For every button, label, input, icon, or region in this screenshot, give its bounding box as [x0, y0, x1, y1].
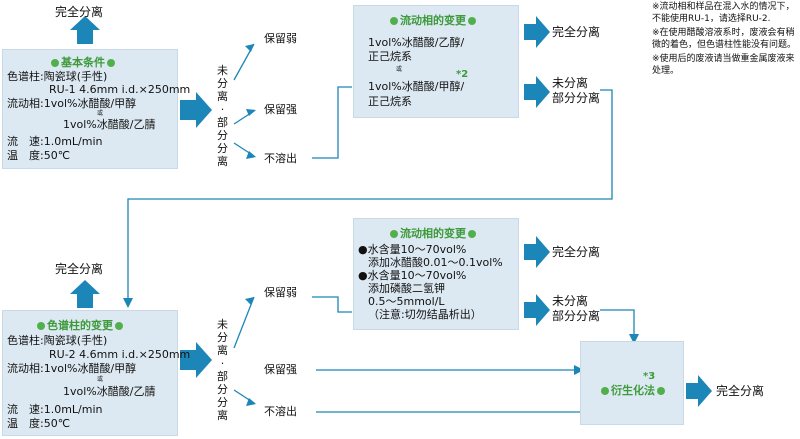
result-unsep-mid-1: 未分离: [552, 294, 589, 308]
mid-result-label: 完全分离: [55, 262, 104, 276]
bullet-icon: [115, 322, 123, 330]
mobile-change-line4: 正己烷系: [368, 95, 412, 108]
column-change-or: 或: [97, 376, 104, 383]
bullet-icon: [657, 387, 665, 395]
result-unsep-mid-2: 部分分离: [552, 309, 601, 323]
mobile-change-title-text: 流动相的变更: [400, 14, 466, 27]
result-unsep-top-2: 部分分离: [552, 91, 601, 105]
column-change-box: 色谱柱的变更 色谱柱:陶瓷球(手性) RU-2 4.6mm i.d.×250mm…: [2, 310, 190, 436]
mobile-change-2-l5: 0.5～5mmol/L: [368, 295, 445, 308]
basic-conditions-box: 基本条件 色谱柱:陶瓷球(手性) RU-1 4.6mm i.d.×250mm 流…: [2, 49, 190, 169]
column-change-flow: 流 速:1.0mL/min: [7, 403, 103, 416]
outcome-strong-bottom: 保留强: [264, 363, 297, 376]
basic-column-spec: RU-1 4.6mm i.d.×250mm: [49, 83, 191, 96]
mobile-change-2-l3: ●水含量10～70vol%: [358, 269, 467, 282]
outcome-insoluble-top: 不溶出: [264, 152, 297, 165]
basic-column: 色谱柱:陶瓷球(手性): [7, 70, 108, 83]
bullet-icon: [390, 230, 398, 238]
result-complete-top: 完全分离: [552, 25, 601, 39]
outcome-weak-bottom: 保留弱: [264, 286, 297, 299]
outcome-strong-top: 保留强: [264, 103, 297, 116]
mobile-change-line1: 1vol%冰醋酸/乙醇/: [368, 36, 465, 49]
column-change-spec: RU-2 4.6mm i.d.×250mm: [49, 348, 191, 361]
mobile-change-2-l2: 添加冰醋酸0.01～0.1vol%: [368, 256, 503, 269]
basic-title-text: 基本条件: [61, 56, 105, 69]
note-3: ※使用后的废液请当做重金属废液来处理。: [652, 54, 795, 76]
note-1: ※流动相和样品在混入水的情况下，不能使用RU-1，请选择RU-2.: [652, 2, 795, 24]
top-result-label: 完全分离: [55, 5, 104, 19]
mobile-change-2-title: 流动相的变更: [388, 225, 478, 241]
bullet-icon: [468, 230, 476, 238]
bullet-icon: [51, 59, 59, 67]
mobile-change-box: 流动相的变更 1vol%冰醋酸/乙醇/ 正己烷系 或 *2 1vol%冰醋酸/甲…: [353, 5, 519, 118]
final-result: 完全分离: [716, 384, 765, 398]
mobile-change-line3: 1vol%冰醋酸/甲醇/: [368, 80, 465, 93]
basic-temp: 温 度:50℃: [7, 149, 71, 162]
mobile-change-2-title-text: 流动相的变更: [400, 227, 466, 240]
bullet-icon: [601, 387, 609, 395]
column-change-mobile-alt: 1vol%冰醋酸/乙腈: [63, 385, 156, 398]
mobile-change-line2: 正己烷系: [368, 50, 412, 63]
notes: ※流动相和样品在混入水的情况下，不能使用RU-1，请选择RU-2. ※在使用醋酸…: [652, 1, 796, 77]
basic-flow: 流 速:1.0mL/min: [7, 135, 103, 148]
column-change-mobile: 流动相:1vol%冰醋酸/甲醇: [7, 362, 137, 375]
mobile-change-2-l4: 添加磷酸二氢钾: [368, 282, 445, 295]
bullet-icon: [468, 17, 476, 25]
outcome-insoluble-bottom: 不溶出: [264, 405, 297, 418]
note-2: ※在使用醋酸溶液系时，废液会有稍微的着色，但色谱柱性能没有问题。: [652, 28, 797, 50]
mobile-change-or: 或: [396, 66, 403, 73]
mobile-change-2-l1: ●水含量10～70vol%: [358, 243, 467, 256]
mobile-change-mark: *2: [456, 69, 469, 80]
derivatization-title-text: 衍生化法: [611, 384, 655, 397]
basic-conditions-title: 基本条件: [49, 54, 117, 70]
basic-or: 或: [97, 110, 104, 117]
mobile-change-2-l6: （注意:切勿结晶析出）: [368, 308, 482, 321]
result-unsep-top-1: 未分离: [552, 76, 589, 90]
result-complete-mid: 完全分离: [552, 245, 601, 259]
branch-label-bottom: 未分离·部分分离: [217, 318, 228, 422]
basic-mobile: 流动相:1vol%冰醋酸/甲醇: [7, 97, 137, 110]
bullet-icon: [390, 17, 398, 25]
basic-mobile-alt: 1vol%冰醋酸/乙腈: [63, 118, 156, 131]
derivatization-box: *3 衍生化法: [580, 341, 684, 425]
branch-label-top: 未分离·部分分离: [217, 64, 228, 168]
bullet-icon: [107, 59, 115, 67]
column-change-title-text: 色谱柱的变更: [47, 319, 113, 332]
column-change-column: 色谱柱:陶瓷球(手性): [7, 334, 108, 347]
column-change-title: 色谱柱的变更: [35, 317, 125, 333]
derivatization-mark: *3: [643, 371, 656, 382]
outcome-weak-top: 保留弱: [264, 32, 297, 45]
bullet-icon: [37, 322, 45, 330]
mobile-change-box-2: 流动相的变更 ●水含量10～70vol% 添加冰醋酸0.01～0.1vol% ●…: [353, 218, 519, 330]
derivatization-title: 衍生化法: [599, 382, 667, 398]
mobile-change-title: 流动相的变更: [388, 12, 478, 28]
column-change-temp: 温 度:50℃: [7, 417, 71, 430]
